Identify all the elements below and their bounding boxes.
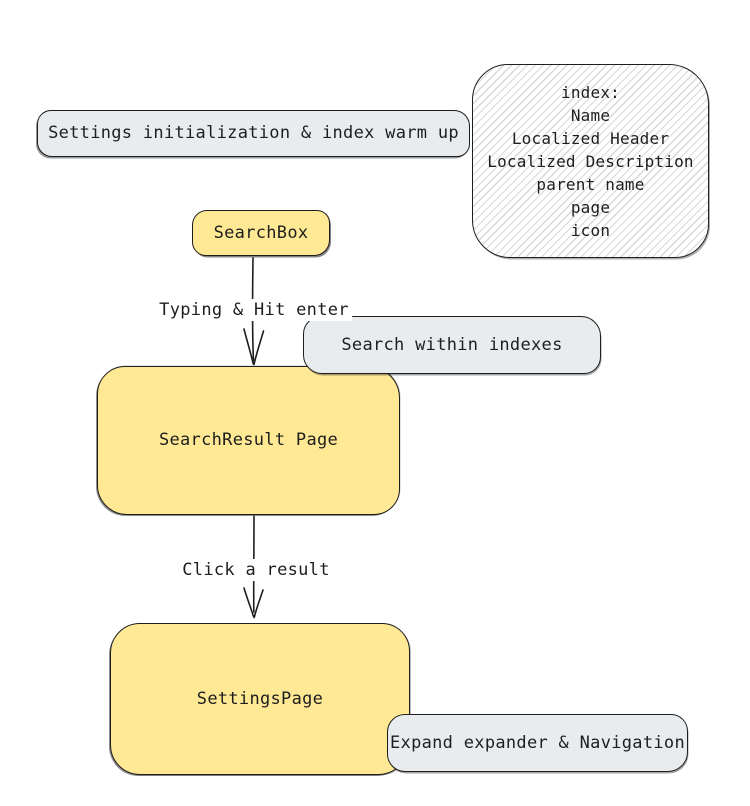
index-note-line: page <box>570 197 611 217</box>
index-note-line: icon <box>570 220 611 240</box>
node-label: SettingsPage <box>196 688 324 709</box>
node-searchbox: SearchBox <box>192 210 330 256</box>
node-label: SearchBox <box>213 222 309 243</box>
node-label: SearchResult Page <box>158 430 339 451</box>
node-searchresult-page: SearchResult Page <box>97 366 400 515</box>
node-settingspage: SettingsPage <box>110 623 410 775</box>
edge-label-click-a-result: Click a result <box>179 559 333 581</box>
node-label: Settings initialization & index warm up <box>48 123 459 144</box>
node-index-fields: index: Name Localized Header Localized D… <box>472 64 709 258</box>
node-label: Expand expander & Navigation <box>390 732 685 753</box>
node-settings-initialization: Settings initialization & index warm up <box>37 110 470 157</box>
index-note-line: index: <box>561 82 620 102</box>
node-expand-expander-navigation: Expand expander & Navigation <box>387 714 688 772</box>
node-search-within-indexes: Search within indexes <box>303 316 601 374</box>
edge-label-typing-hit-enter: Typing & Hit enter <box>156 299 352 321</box>
index-note-line: Localized Header <box>511 128 670 148</box>
index-note-line: Name <box>570 105 611 125</box>
index-note-line: parent name <box>536 174 645 194</box>
index-note-line: Localized Description <box>487 151 694 171</box>
node-label: Search within indexes <box>341 334 563 355</box>
